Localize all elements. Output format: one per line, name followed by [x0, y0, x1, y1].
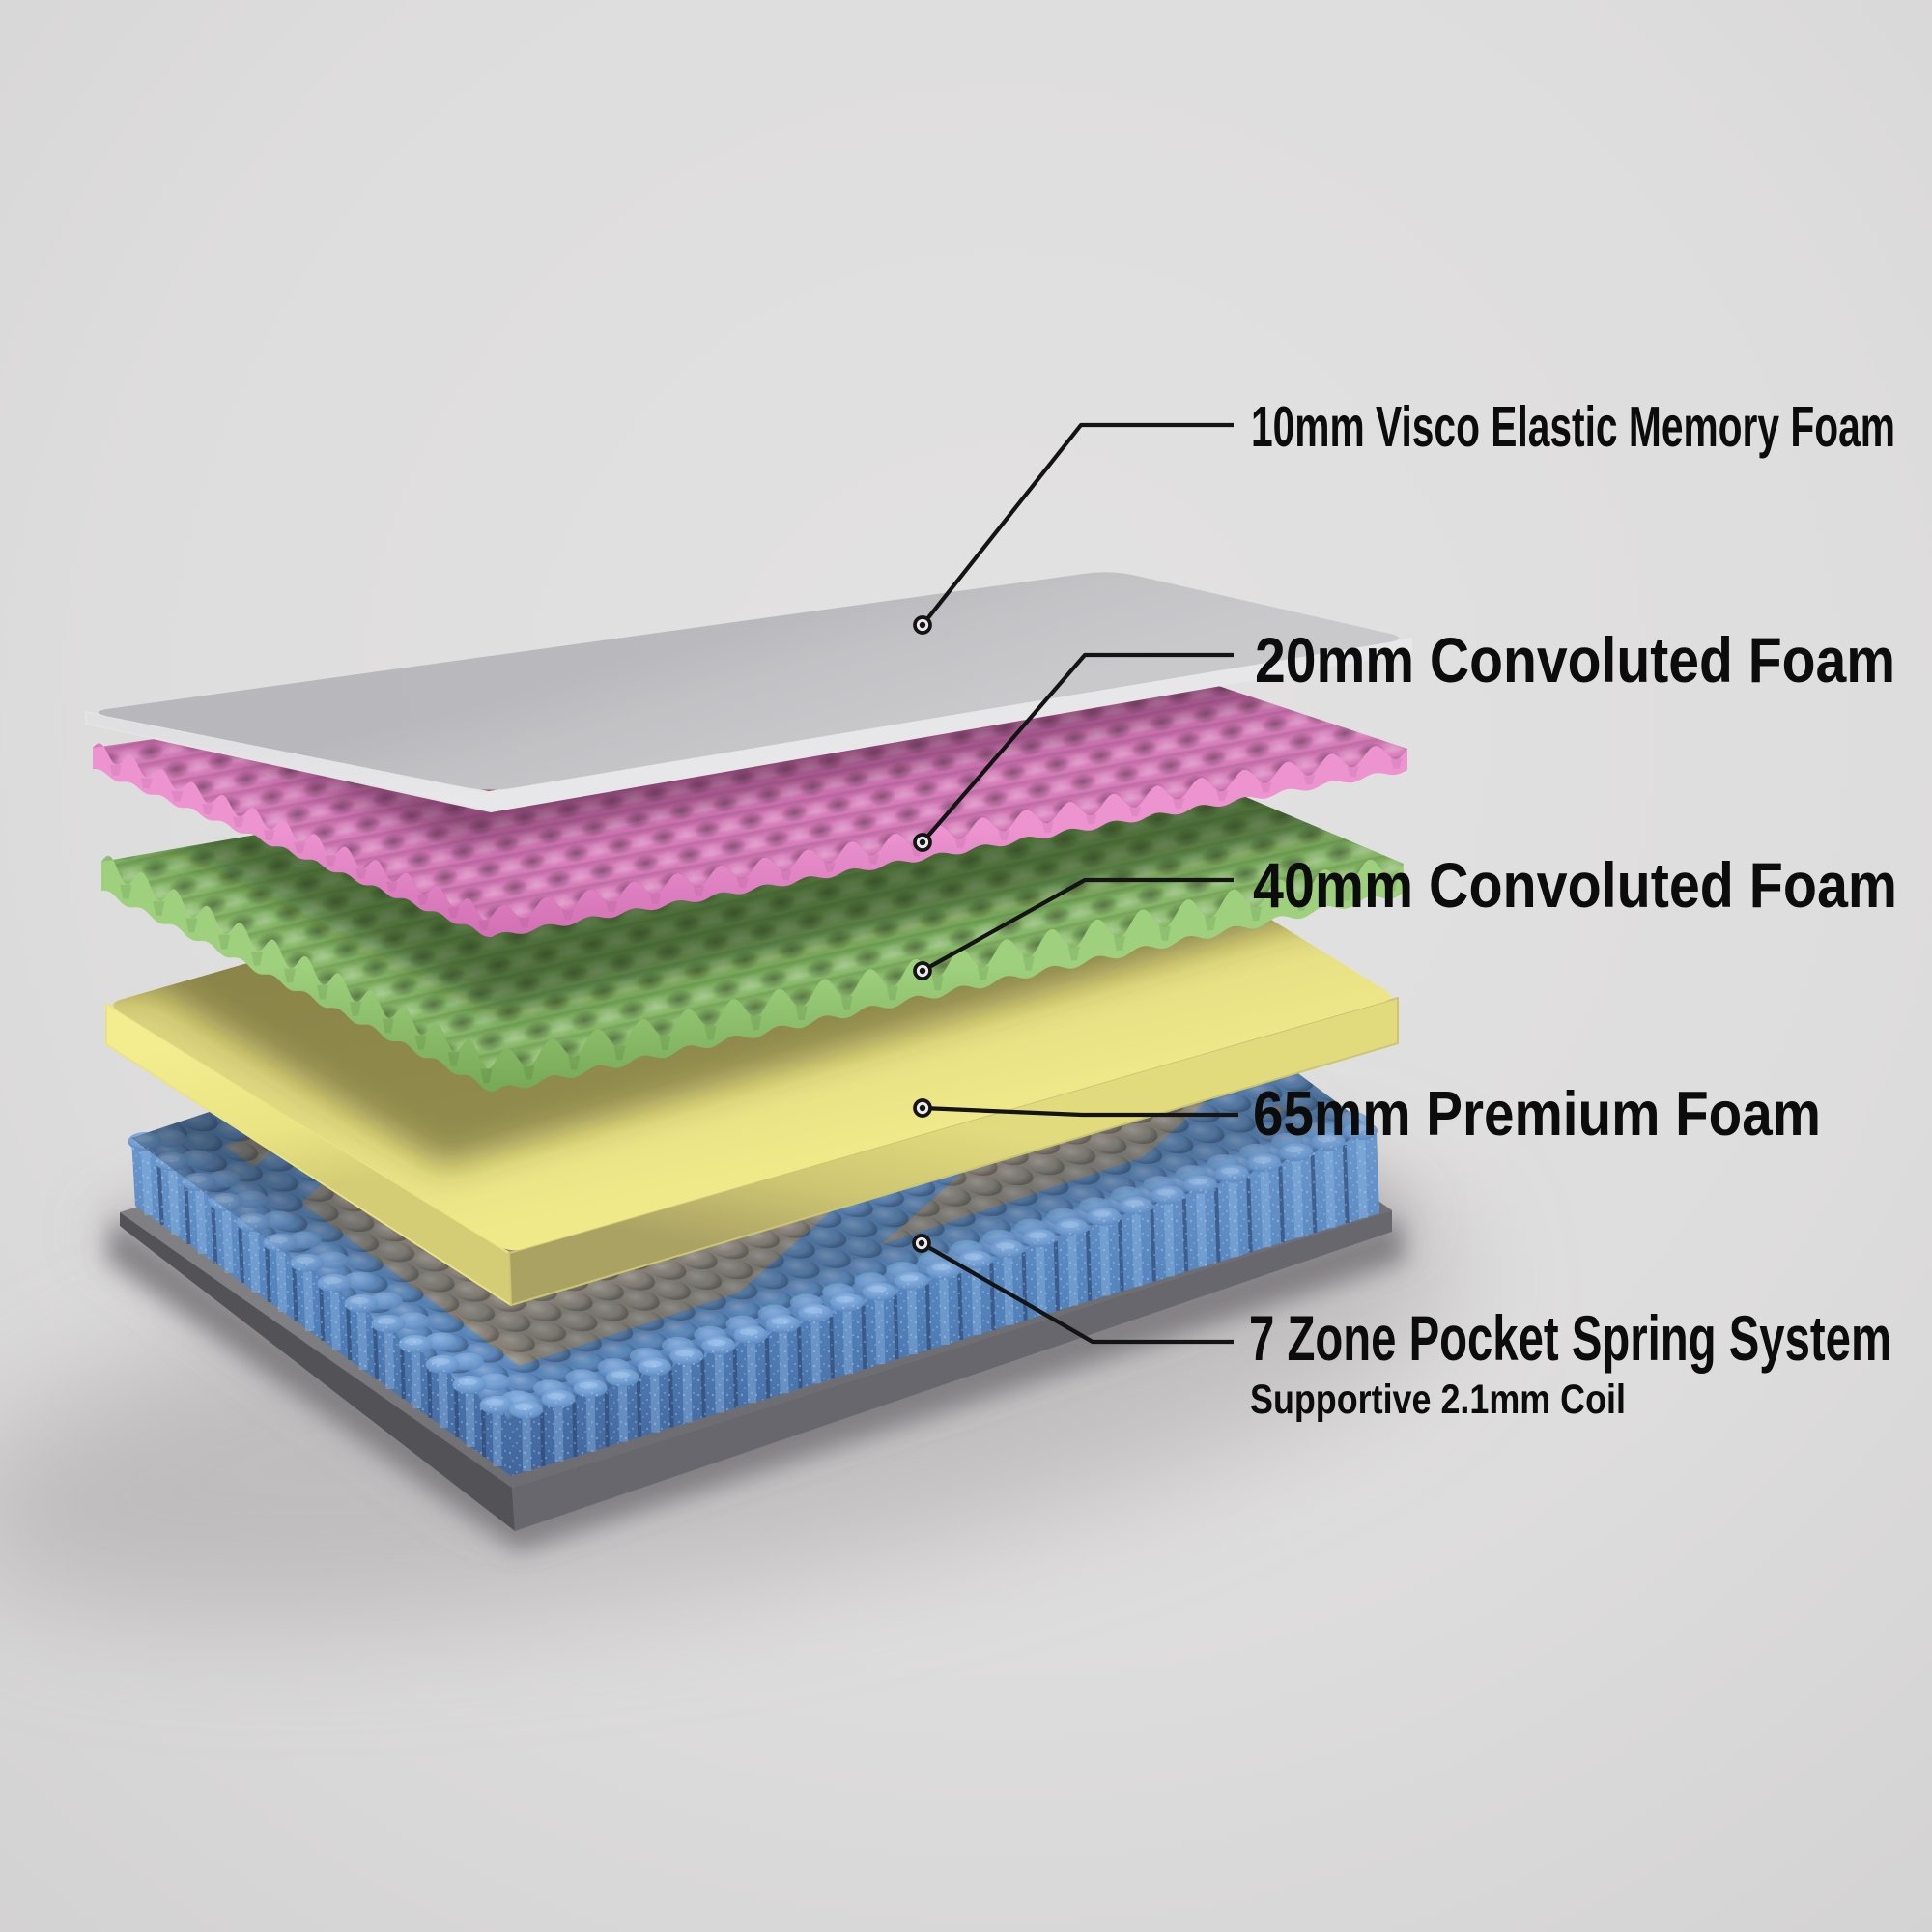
svg-text:40mm Convoluted Foam: 40mm Convoluted Foam [1253, 849, 1897, 921]
svg-text:65mm Premium Foam: 65mm Premium Foam [1253, 1078, 1821, 1149]
svg-text:7 Zone Pocket Spring System: 7 Zone Pocket Spring System [1249, 1302, 1891, 1374]
svg-text:Supportive 2.1mm Coil: Supportive 2.1mm Coil [1250, 1377, 1626, 1423]
svg-text:20mm Convoluted Foam: 20mm Convoluted Foam [1255, 624, 1895, 696]
svg-text:10mm Visco Elastic Memory Foam: 10mm Visco Elastic Memory Foam [1251, 395, 1895, 459]
